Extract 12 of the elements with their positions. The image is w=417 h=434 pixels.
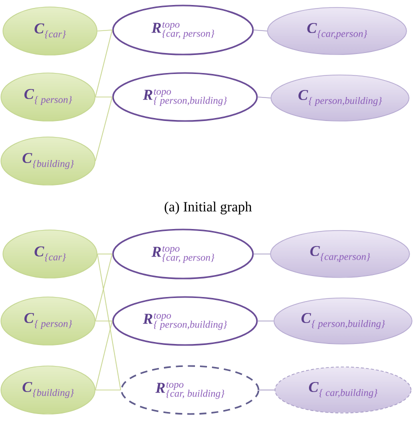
connector-line — [95, 96, 113, 98]
connector-line — [95, 320, 113, 390]
connector-line — [257, 96, 271, 98]
connector-line — [257, 320, 274, 322]
connector-line — [253, 30, 268, 32]
connector-line — [95, 320, 113, 322]
connector-line — [97, 30, 113, 32]
connector-line — [95, 254, 113, 322]
connector-line — [97, 254, 122, 390]
subfigure-caption: (a) Initial graph — [164, 202, 252, 214]
connector-line — [95, 30, 113, 98]
connector-line — [95, 96, 113, 162]
